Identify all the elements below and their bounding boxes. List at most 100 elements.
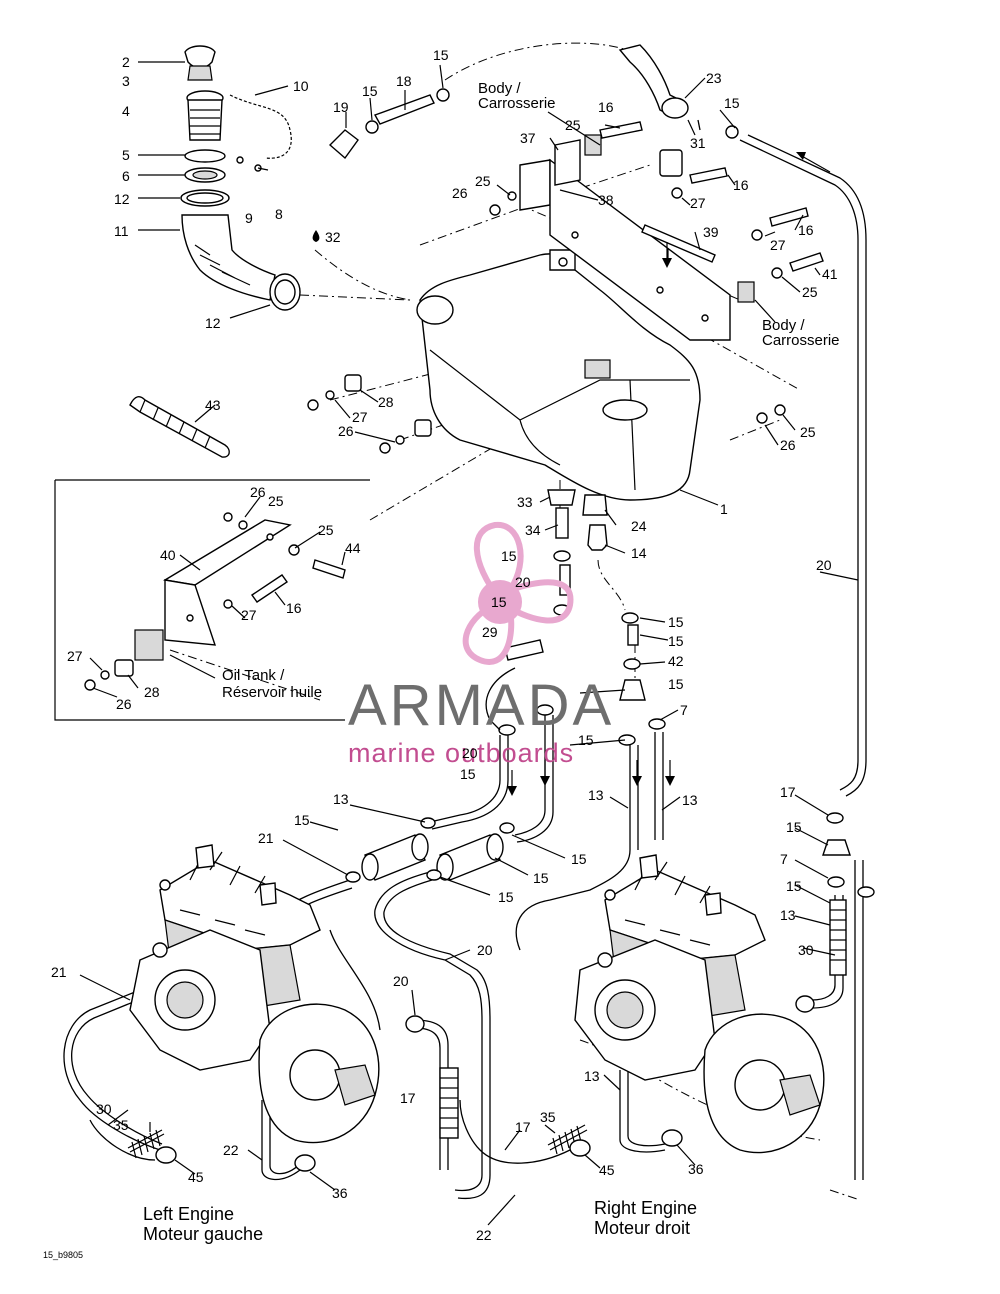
- callout-25: 25: [475, 173, 491, 189]
- callout-1: 1: [720, 501, 728, 517]
- callout-15: 15: [501, 548, 517, 564]
- callout-13: 22: [476, 1227, 492, 1243]
- callout-20: 21: [51, 964, 67, 980]
- callout-23: 23: [706, 70, 722, 86]
- callout-15: 13: [333, 791, 349, 807]
- callout-13: 13: [682, 792, 698, 808]
- callout-25: 25: [318, 522, 334, 538]
- callout-15: 15: [668, 614, 684, 630]
- callout-19: 19: [333, 99, 349, 115]
- callout-25: 25: [565, 117, 581, 133]
- callout-10: 10: [293, 78, 309, 94]
- callout-16: 16: [733, 177, 749, 193]
- callout-2: 2: [122, 54, 130, 70]
- callout-15: 15: [724, 95, 740, 111]
- callout-15: 21: [258, 830, 274, 846]
- callout-7: 15: [786, 819, 802, 835]
- propeller-logo: [462, 521, 574, 665]
- caption-right-engine-2: Moteur droit: [594, 1218, 690, 1238]
- caption-oil-tank-1: Oil Tank /: [222, 667, 285, 684]
- callout-39: 39: [703, 224, 719, 240]
- callout-9: 9: [245, 210, 253, 226]
- callout-25: 25: [800, 424, 816, 440]
- caption-right-engine-1: Right Engine: [594, 1198, 697, 1218]
- oil-tank: [416, 249, 701, 501]
- spiral-wrap-43: [129, 396, 230, 458]
- callout-17: 30: [798, 942, 814, 958]
- armada-watermark: 15 ARMADA marine outboards: [348, 521, 614, 768]
- callout-27: 27: [241, 607, 257, 623]
- callout-41: 41: [822, 266, 838, 282]
- callout-27: 27: [352, 409, 368, 425]
- callout-18: 18: [396, 73, 412, 89]
- callout-16: 16: [286, 600, 302, 616]
- callout-13: 15: [786, 878, 802, 894]
- springs-and-clamps: [127, 995, 815, 1172]
- figure-reference: 15_b9805: [43, 1250, 83, 1260]
- callout-15: 15: [433, 47, 449, 63]
- callout-26: 26: [780, 437, 796, 453]
- callout-30: 13: [780, 907, 796, 923]
- callout-22: 45: [599, 1162, 615, 1178]
- callout-33: 33: [517, 494, 533, 510]
- callout-45: 35: [113, 1117, 129, 1133]
- callout-25: 25: [268, 493, 284, 509]
- callout-8: 8: [275, 206, 283, 222]
- callout-21: 15: [294, 812, 310, 828]
- callout-13: 20: [816, 557, 832, 573]
- caption-left-engine-2: Moteur gauche: [143, 1224, 263, 1244]
- callout-28: 28: [378, 394, 394, 410]
- callout-25: 25: [802, 284, 818, 300]
- callout-37: 37: [520, 130, 536, 146]
- callout-15: 17: [780, 784, 796, 800]
- callout-15: 7: [780, 851, 788, 867]
- callout-17: 36: [332, 1185, 348, 1201]
- callout-20: 20: [477, 942, 493, 958]
- callout-40: 40: [160, 547, 176, 563]
- callout-43: 43: [205, 397, 221, 413]
- callout-12: 12: [114, 191, 130, 207]
- callout-35: 30: [96, 1101, 112, 1117]
- tether-chain: [229, 94, 292, 172]
- callout-17: 20: [393, 973, 409, 989]
- callout-38: 38: [598, 192, 614, 208]
- watermark-tagline: marine outboards: [348, 738, 574, 768]
- callout-36: 22: [223, 1142, 239, 1158]
- callout-27: 27: [67, 648, 83, 664]
- propeller-hub: [478, 580, 522, 624]
- callout-22: 45: [188, 1169, 204, 1185]
- callout-3: 3: [122, 73, 130, 89]
- watermark-badge: 15: [491, 594, 507, 610]
- callout-20: 20: [515, 574, 531, 590]
- callout-15: 15: [498, 889, 514, 905]
- filler-cap-assembly: [180, 45, 301, 311]
- callout-26: 26: [338, 423, 354, 439]
- left-engine: [129, 844, 380, 1144]
- callout-32: 32: [325, 229, 341, 245]
- caption-oil-tank-2: Réservoir huile: [222, 684, 322, 701]
- callout-36: 13: [584, 1068, 600, 1084]
- callout-17: 36: [688, 1161, 704, 1177]
- callout-44: 44: [345, 540, 361, 556]
- hardware-fasteners: [307, 88, 824, 454]
- watermark-brand: ARMADA: [348, 673, 614, 738]
- callout-16: 16: [598, 99, 614, 115]
- callout-24: 24: [631, 518, 647, 534]
- part-callouts: 2 3 4 5 6 12 11 12 10 9 8 32 19 15 18 15…: [51, 47, 838, 1243]
- callout-29: 29: [482, 624, 498, 640]
- callout-5: 5: [122, 147, 130, 163]
- callout-45: 35: [540, 1109, 556, 1125]
- captions: Body / Carrosserie Body / Carrosserie Oi…: [43, 80, 840, 1260]
- callout-20: 15: [578, 732, 594, 748]
- callout-20: 15: [460, 766, 476, 782]
- mount-brackets: [519, 134, 755, 341]
- callout-15: 15: [362, 83, 378, 99]
- callout-27: 27: [690, 195, 706, 211]
- inset-bracket-detail: [54, 479, 370, 721]
- callout-26: 26: [250, 484, 266, 500]
- callout-21: 15: [533, 870, 549, 886]
- callout-13: 13: [588, 787, 604, 803]
- callout-26: 26: [452, 185, 468, 201]
- oil-drop-icon: [312, 230, 320, 242]
